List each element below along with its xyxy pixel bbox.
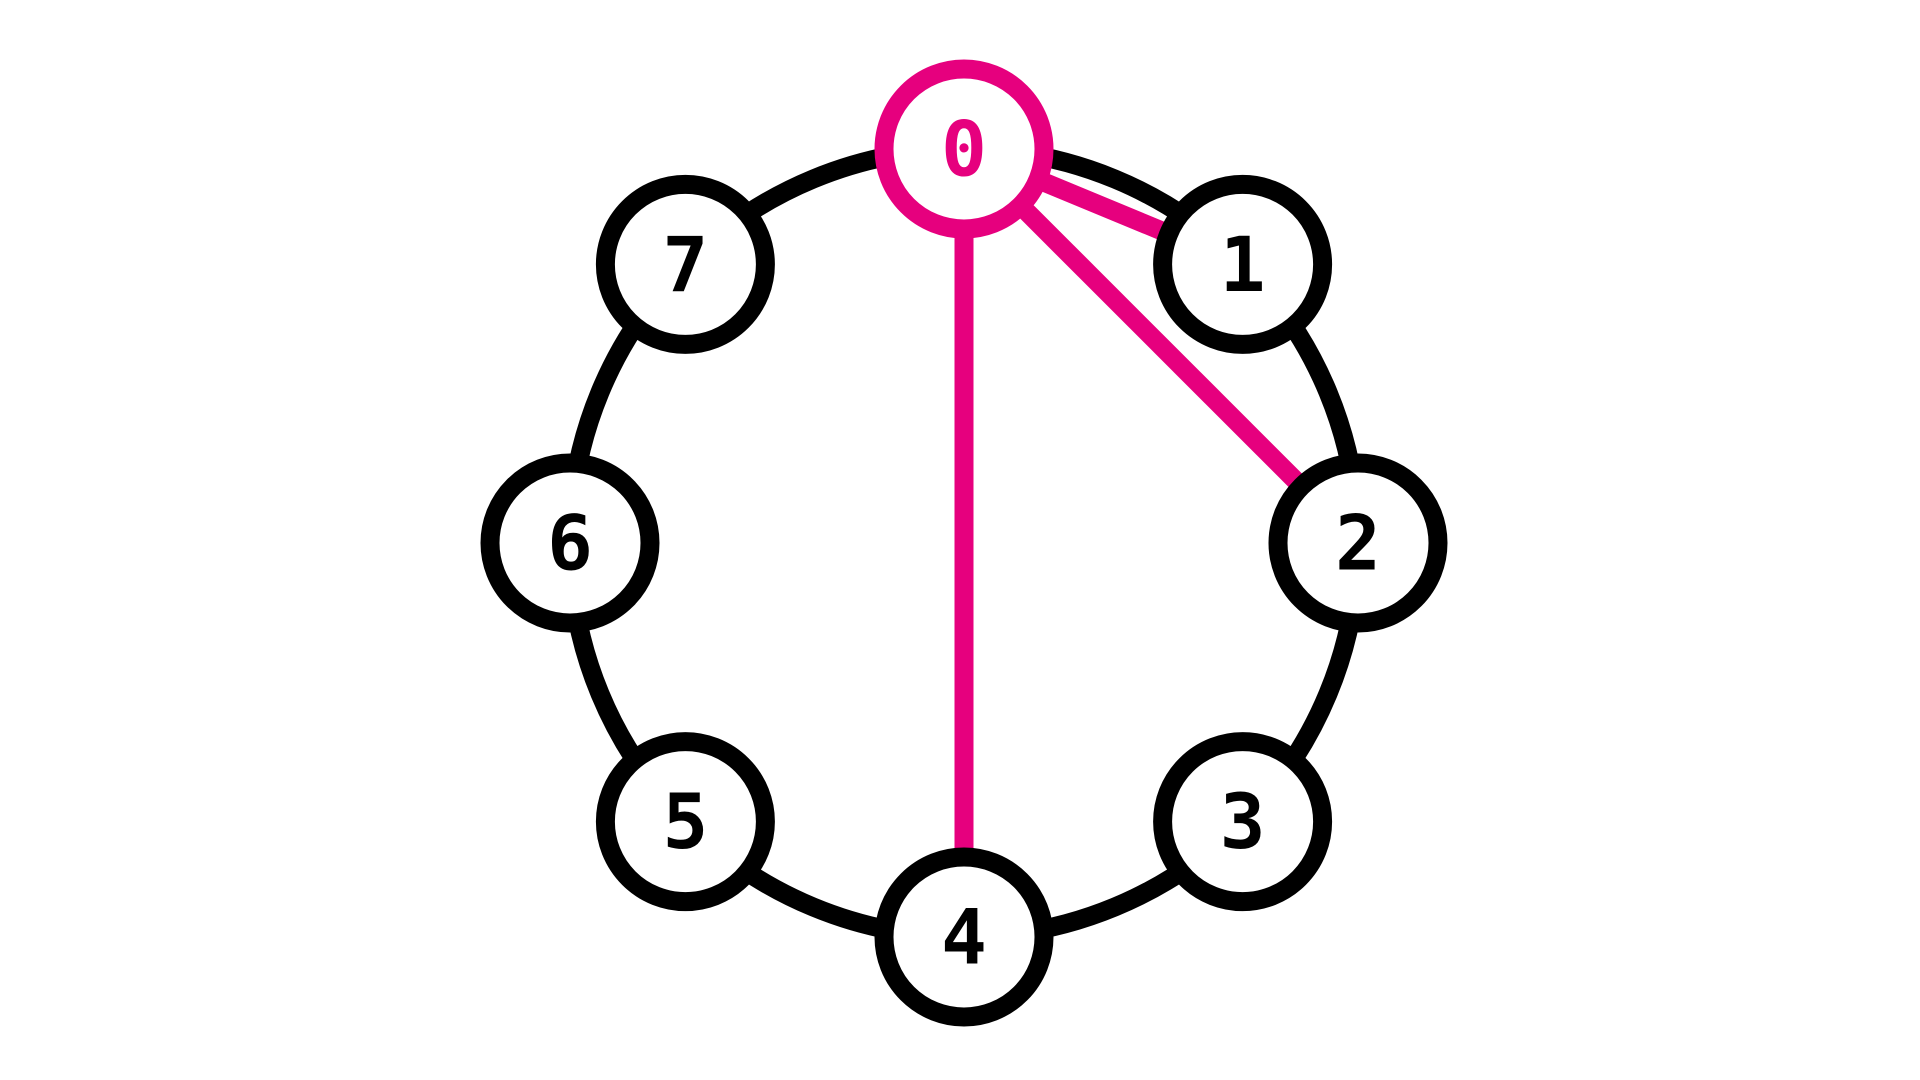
node-3-label: 3 (1220, 777, 1266, 866)
node-4: 4 (874, 847, 1054, 1027)
highlight-edge-0-2 (957, 142, 1365, 550)
node-0-label: 0 (941, 105, 987, 194)
node-7-circle (595, 174, 775, 354)
node-6-circle (480, 453, 660, 633)
node-1-circle (1153, 174, 1333, 354)
node-2: 2 (1268, 453, 1448, 633)
node-6-label: 6 (547, 499, 593, 588)
node-3: 3 (1153, 732, 1333, 912)
node-0: 0 (874, 59, 1054, 239)
node-0-circle (874, 59, 1054, 239)
node-5: 5 (595, 732, 775, 912)
node-3-circle (1153, 732, 1333, 912)
node-1-label: 1 (1220, 220, 1266, 309)
node-6: 6 (480, 453, 660, 633)
node-5-label: 5 (663, 777, 709, 866)
node-1: 1 (1153, 174, 1333, 354)
node-7-label: 7 (663, 220, 709, 309)
node-2-label: 2 (1335, 499, 1381, 588)
node-circles: 0 1 2 3 4 5 6 7 (480, 59, 1448, 1027)
node-4-circle (874, 847, 1054, 1027)
node-5-circle (595, 732, 775, 912)
node-2-circle (1268, 453, 1448, 633)
node-7: 7 (595, 174, 775, 354)
node-4-label: 4 (941, 893, 987, 982)
